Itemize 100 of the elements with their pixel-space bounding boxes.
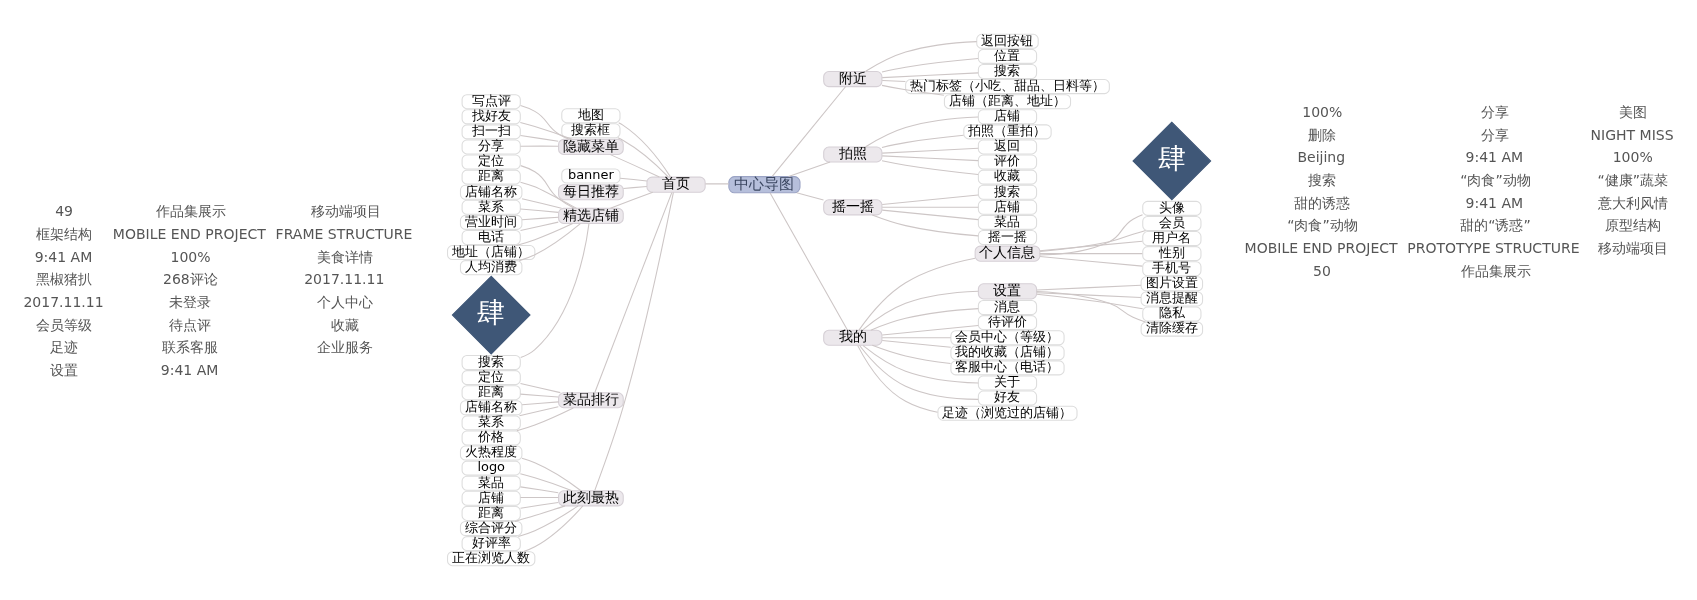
- node-box: 综合评分: [459, 520, 523, 537]
- connector: [859, 345, 979, 400]
- connector: [609, 191, 654, 209]
- connector: [521, 401, 560, 406]
- node-box: 店铺名称: [459, 400, 523, 416]
- node-box: 客服中心（电话）: [950, 360, 1065, 376]
- connector: [609, 154, 660, 178]
- connector: [617, 137, 669, 178]
- connector: [515, 222, 574, 247]
- connector: [881, 155, 979, 162]
- connector: [881, 209, 979, 221]
- node-box: 人均消费: [459, 260, 523, 276]
- connector: [519, 208, 559, 213]
- connector: [519, 134, 559, 142]
- connector: [619, 177, 648, 182]
- node-box: 距离: [461, 505, 521, 521]
- connector: [858, 257, 976, 331]
- node-box: 菜品排行: [558, 392, 624, 409]
- label: 268评论: [162, 271, 218, 288]
- label: 甜的诱惑: [1294, 194, 1351, 211]
- connector: [871, 344, 952, 365]
- label: 100%: [1302, 104, 1343, 121]
- node-box: 消息提醒: [1140, 291, 1204, 307]
- label: MOBILE END PROJECT: [1244, 240, 1398, 257]
- label: 2017.11.11: [304, 271, 385, 288]
- label: 作品集展示: [1460, 262, 1531, 279]
- node-box: 好友: [977, 390, 1038, 406]
- connector: [865, 116, 979, 148]
- connector: [523, 505, 584, 553]
- label: 收藏: [331, 316, 360, 333]
- node-box: 位置: [977, 48, 1038, 64]
- connector: [881, 134, 965, 148]
- node-box: 会员: [1142, 215, 1202, 231]
- connector: [881, 79, 906, 83]
- node-box: 会员中心（等级）: [950, 330, 1065, 346]
- connector: [796, 192, 825, 201]
- node-box: 店铺: [977, 199, 1038, 215]
- label: 设置: [50, 361, 79, 378]
- node-box: 关于: [977, 375, 1038, 391]
- connector: [1036, 292, 1142, 299]
- label: 联系客服: [162, 339, 219, 356]
- node-box: 清除缓存: [1140, 321, 1204, 337]
- connector: [1039, 256, 1143, 267]
- node-box: 距离: [461, 385, 521, 401]
- connector: [519, 382, 561, 394]
- connector: [1036, 291, 1146, 323]
- label: 分享: [1481, 104, 1510, 121]
- label: 甜的“诱惑”: [1460, 217, 1531, 234]
- label: 原型结构: [1604, 217, 1661, 234]
- node-box: 店铺: [977, 109, 1038, 125]
- node-box: 好评率: [461, 536, 521, 552]
- node-box: banner: [561, 168, 621, 184]
- connector: [521, 198, 563, 209]
- node-diamond: 肆: [451, 275, 531, 355]
- node-box: 地址（店铺）: [447, 245, 536, 261]
- connector: [1039, 214, 1144, 256]
- node-box: 搜索框: [561, 123, 621, 139]
- node-box: 菜系: [461, 415, 521, 431]
- node-box: 地图: [561, 108, 621, 124]
- node-box: 收藏: [977, 169, 1038, 185]
- label: FRAME STRUCTURE: [275, 225, 413, 242]
- node-box: 设置: [977, 283, 1038, 300]
- connector: [518, 223, 581, 262]
- connector: [881, 160, 979, 175]
- node-box: 菜品: [461, 475, 521, 491]
- label: 美食详情: [317, 248, 374, 265]
- node-box: 热门标签（小吃、甜品、日料等）: [905, 79, 1110, 95]
- label: 9:41 AM: [34, 248, 93, 265]
- label: 框架结构: [36, 225, 93, 242]
- node-box: 火热程度: [459, 445, 523, 461]
- node-box: 拍照（重拍）: [963, 124, 1052, 140]
- node-box: 搜索: [977, 184, 1038, 200]
- node-box: 评价: [977, 154, 1038, 170]
- connector: [865, 41, 978, 72]
- node-box: 电话: [461, 229, 521, 246]
- node-box: 菜系: [461, 199, 521, 215]
- node-box: 个人信息: [974, 245, 1041, 262]
- label: 9:41 AM: [1465, 149, 1524, 166]
- label: 50: [1313, 262, 1331, 279]
- connector: [857, 345, 939, 413]
- node-box: 待评价: [977, 315, 1038, 331]
- label: 待点评: [169, 316, 212, 333]
- node-box: 此刻最热: [558, 490, 624, 507]
- label: 作品集展示: [155, 203, 226, 220]
- label: “健康”蔬菜: [1597, 172, 1669, 189]
- label: 9:41 AM: [1465, 194, 1524, 211]
- node-box: 我的收藏（店铺）: [950, 345, 1065, 361]
- node-box: 中心导图: [728, 176, 801, 194]
- label: 2017.11.11: [23, 293, 104, 310]
- connector: [517, 505, 579, 538]
- node-box: 搜索: [461, 354, 521, 371]
- label: 未登录: [169, 293, 212, 310]
- connector: [881, 340, 952, 348]
- node-box: 每日推荐: [558, 184, 624, 201]
- node-box: 摇一摇: [977, 229, 1038, 246]
- label: PROTOTYPE STRUCTURE: [1407, 240, 1580, 257]
- node-diamond: 肆: [1132, 121, 1212, 201]
- label: 删除: [1308, 126, 1337, 143]
- connector: [881, 72, 979, 79]
- node-box: 分享: [461, 139, 521, 155]
